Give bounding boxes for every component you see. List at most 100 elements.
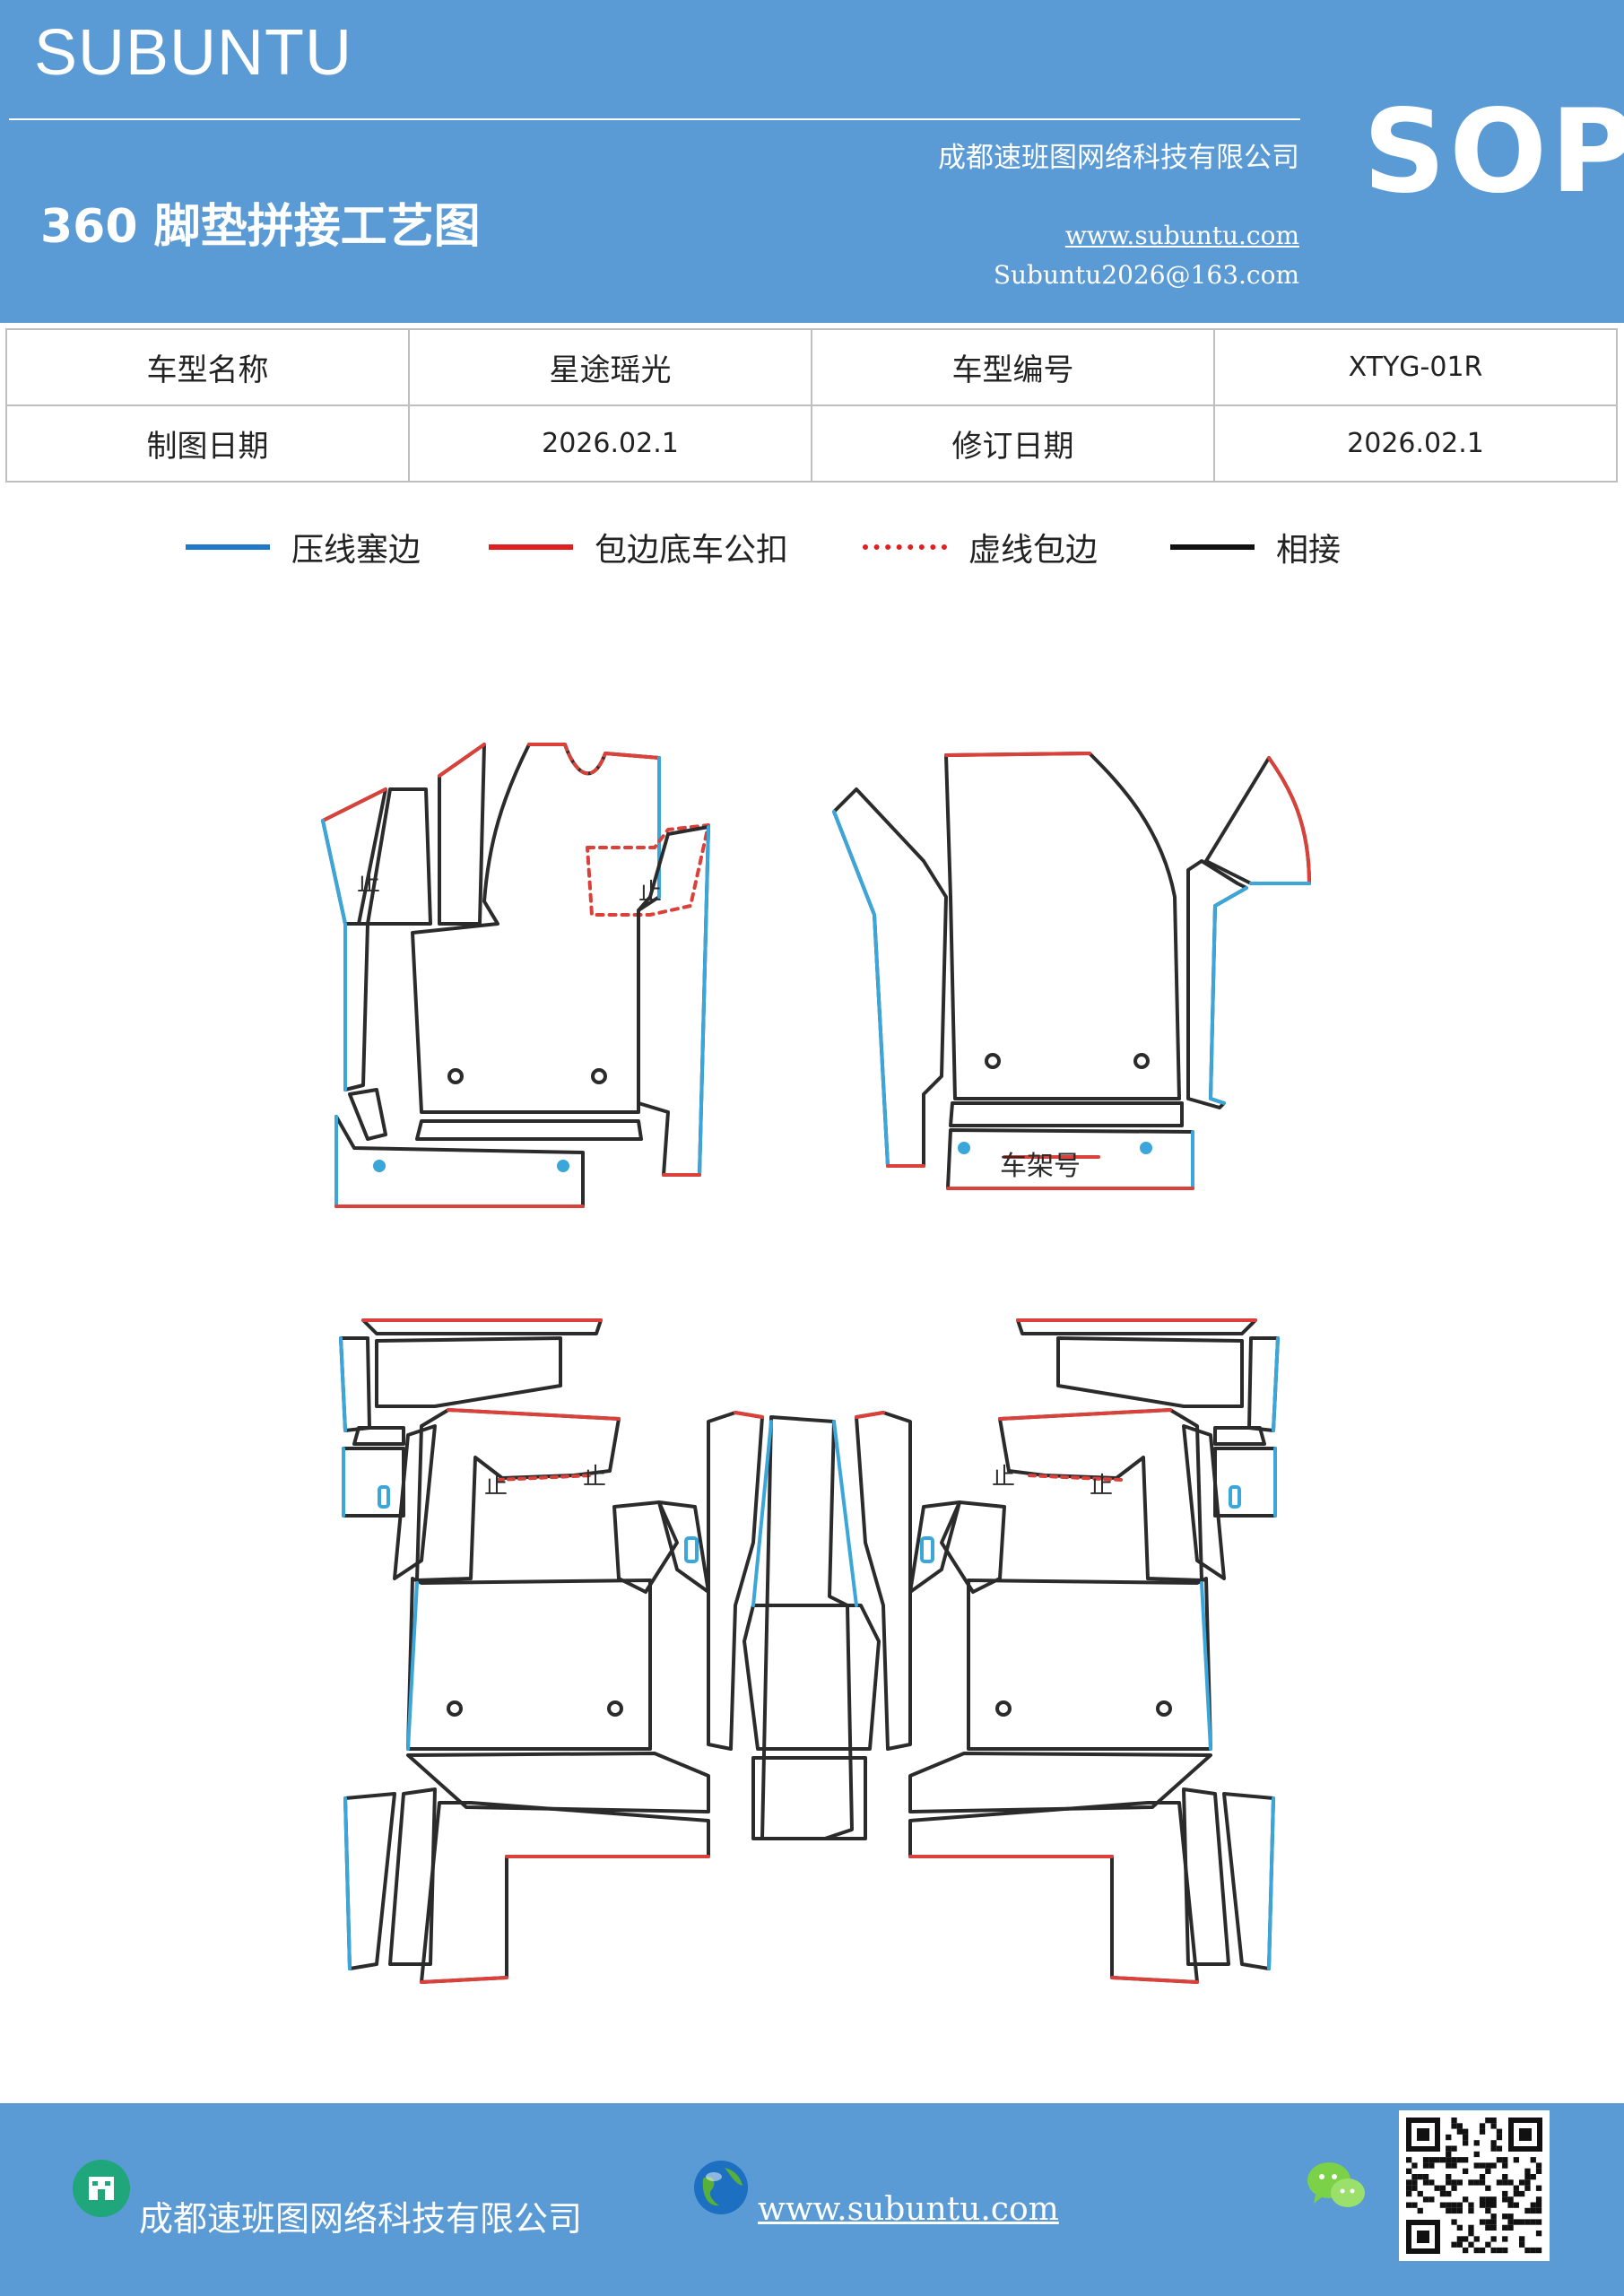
qr-module <box>1451 2145 1457 2152</box>
qr-module <box>1411 2202 1418 2208</box>
qr-module <box>1429 2196 1435 2203</box>
mount-hole <box>591 1068 607 1084</box>
mat-piece <box>343 922 369 1091</box>
qr-module <box>1451 2179 1457 2186</box>
qr-module <box>1406 2168 1412 2174</box>
qr-module <box>1535 2219 1542 2225</box>
qr-module <box>1463 2157 1469 2163</box>
qr-module <box>1463 2236 1469 2242</box>
website-link[interactable]: www.subuntu.com <box>1064 221 1299 250</box>
mat-piece <box>949 1101 1184 1127</box>
edge-red <box>944 752 1091 757</box>
footer-website-link[interactable]: www.subuntu.com <box>758 2191 1059 2228</box>
qr-module <box>1490 2247 1497 2254</box>
edge-blue <box>832 810 890 1168</box>
qr-module <box>1507 2213 1514 2220</box>
qr-module <box>1468 2241 1474 2248</box>
qr-module <box>1468 2231 1474 2237</box>
legend-item: 虚线包边 <box>863 520 1098 574</box>
qr-module <box>1507 2179 1514 2186</box>
qr-module <box>1502 2174 1508 2180</box>
edge-blue <box>1209 886 1248 1105</box>
drawing-date-label: 制图日期 <box>5 404 410 483</box>
mat-piece <box>352 1426 405 1446</box>
edge-red <box>604 752 661 760</box>
qr-module <box>1463 2247 1469 2254</box>
qr-module <box>1451 2241 1457 2248</box>
qr-module <box>1456 2128 1463 2135</box>
qr-module <box>1485 2168 1491 2174</box>
qr-module <box>1496 2179 1503 2186</box>
edge-blue <box>343 1796 352 1970</box>
qr-module <box>1519 2236 1525 2242</box>
qr-module <box>1502 2196 1508 2203</box>
qr-module <box>1446 2207 1452 2214</box>
legend-item: 包边底车公扣 <box>489 520 788 574</box>
qr-module <box>1507 2202 1514 2208</box>
qr-module <box>1468 2202 1474 2208</box>
qr-module <box>1417 2190 1423 2197</box>
qr-module <box>1446 2190 1452 2197</box>
mat-piece <box>411 743 661 1114</box>
qr-module <box>1463 2140 1469 2146</box>
qr-module <box>1479 2196 1486 2203</box>
edge-blue <box>751 1420 773 1607</box>
qr-module <box>1530 2174 1536 2180</box>
edge-red-dotted <box>496 1474 594 1482</box>
qr-module <box>1434 2185 1440 2191</box>
mount-hole <box>447 1068 464 1084</box>
qr-module <box>1530 2219 1536 2225</box>
qr-module <box>1524 2219 1531 2225</box>
qr-module <box>1485 2219 1491 2225</box>
legend-swatch-red-dotted <box>863 544 947 550</box>
qr-module <box>1429 2179 1435 2186</box>
mat-piece <box>1186 859 1248 1109</box>
qr-module <box>1468 2207 1474 2214</box>
qr-module <box>1429 2157 1435 2163</box>
qr-module <box>1490 2140 1497 2146</box>
center-console-group <box>743 1415 881 1840</box>
mat-piece <box>420 1801 710 1984</box>
qr-module <box>1485 2118 1491 2124</box>
qr-module <box>1468 2224 1474 2231</box>
qr-module <box>1451 2162 1457 2169</box>
footer-company-name: 成都速班图网络科技有限公司 <box>139 2199 583 2239</box>
edge-blue <box>698 825 710 1177</box>
qr-module <box>1485 2241 1491 2248</box>
qr-module <box>1485 2196 1491 2203</box>
legend-label: 虚线包边 <box>968 532 1099 569</box>
qr-module <box>1485 2202 1491 2208</box>
edge-red <box>734 1411 764 1419</box>
qr-code[interactable] <box>1399 2110 1550 2261</box>
company-name: 成都速班图网络科技有限公司 <box>938 142 1299 174</box>
line-legend: 压线塞边 包边底车公扣 虚线包边 相接 <box>0 520 1624 574</box>
qr-module <box>1456 2123 1463 2129</box>
mat-piece <box>415 1408 621 1582</box>
slot <box>1229 1485 1241 1509</box>
qr-module <box>1473 2236 1480 2242</box>
table-row: 制图日期 2026.02.1 修订日期 2026.02.1 <box>5 404 1618 483</box>
qr-module <box>1439 2190 1446 2197</box>
qr-module <box>1473 2247 1480 2254</box>
mount-hole <box>958 1142 970 1154</box>
qr-module <box>1446 2162 1452 2169</box>
qr-module <box>1411 2179 1418 2186</box>
model-name-label: 车型名称 <box>5 328 410 406</box>
qr-module <box>1502 2213 1508 2220</box>
qr-module <box>1446 2134 1452 2141</box>
qr-module <box>1490 2224 1497 2231</box>
edge-red <box>438 743 486 778</box>
qr-module <box>1530 2247 1536 2254</box>
qr-module <box>1490 2196 1497 2203</box>
edge-blue <box>339 1336 347 1432</box>
qr-module <box>1456 2207 1463 2214</box>
qr-module <box>1451 2219 1457 2225</box>
qr-module <box>1456 2241 1463 2248</box>
qr-module <box>1485 2162 1491 2169</box>
edge-blue <box>406 1581 419 1751</box>
qr-module <box>1451 2118 1457 2124</box>
qr-module <box>1535 2168 1542 2174</box>
qr-module <box>1446 2202 1452 2208</box>
mat-piece <box>361 1318 603 1335</box>
qr-module <box>1524 2168 1531 2174</box>
